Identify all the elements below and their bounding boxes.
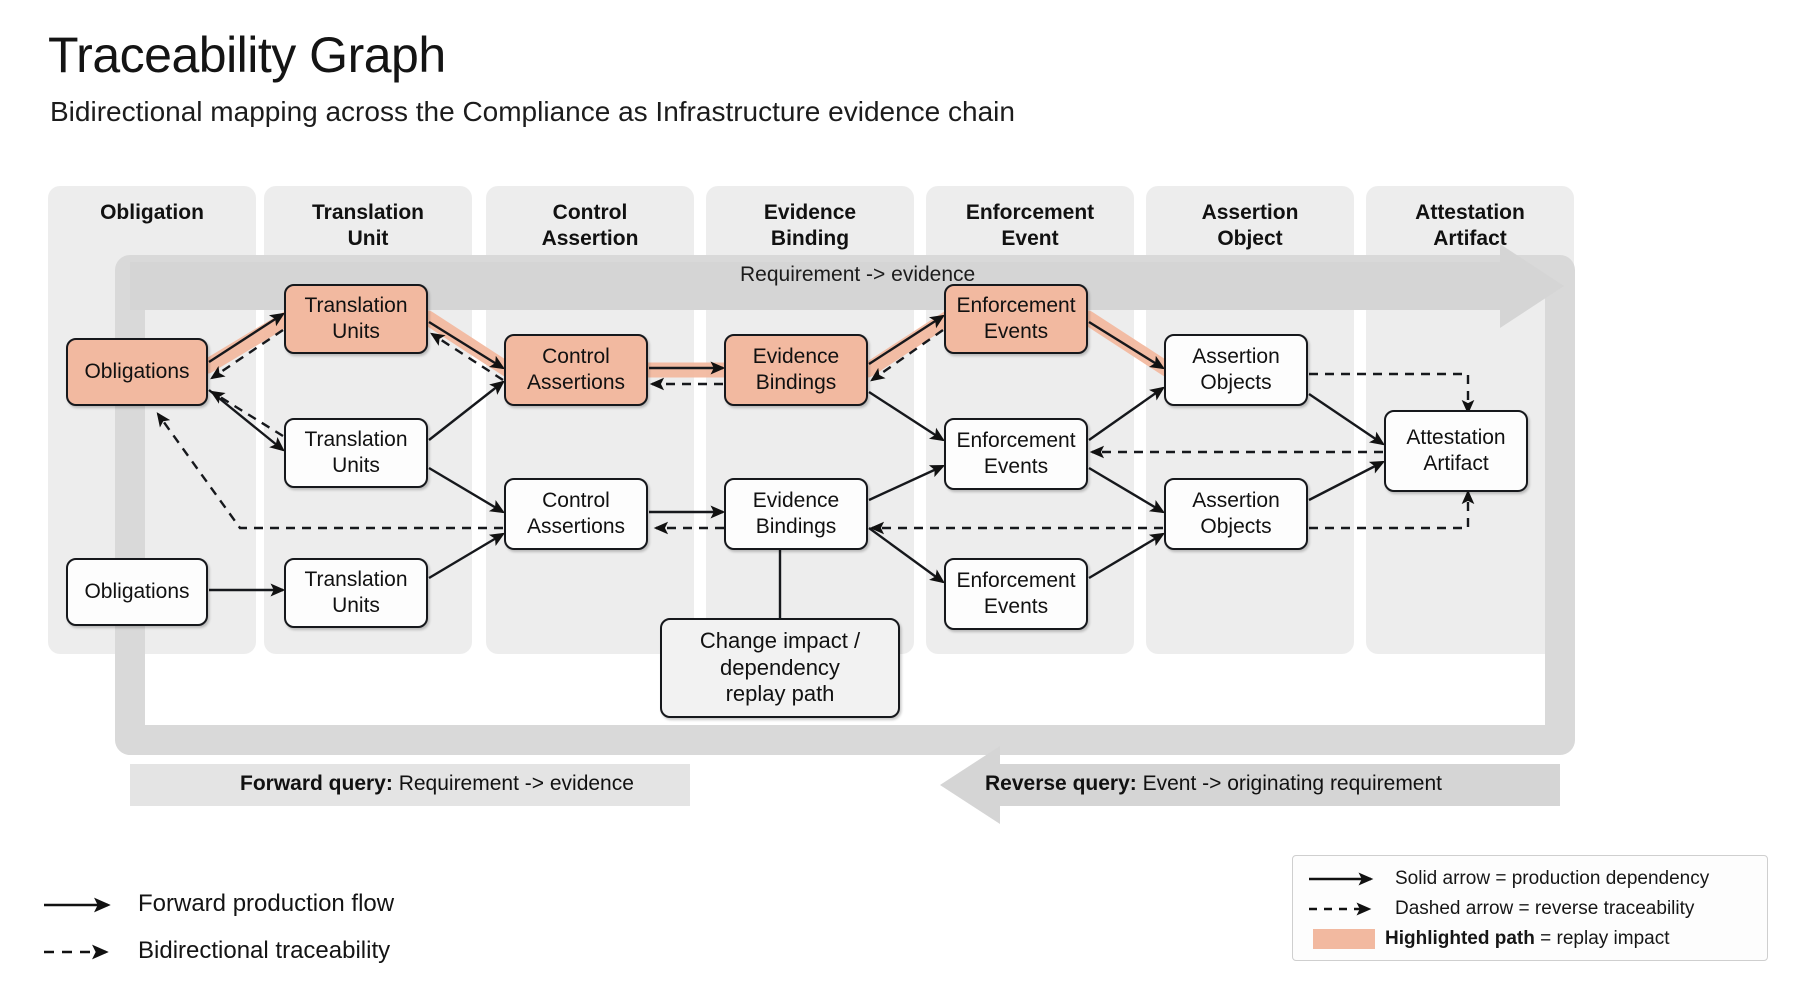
- legend-box-label-highlight: = replay impact: [1534, 928, 1670, 949]
- dashed-arrow-icon: [1307, 900, 1385, 918]
- lane-label-translation: Translation Unit: [311, 201, 425, 251]
- node-enforcement-events-2[interactable]: Enforcement Events: [944, 418, 1088, 490]
- node-translation-units-3[interactable]: Translation Units: [284, 558, 428, 628]
- reverse-query-label: Reverse query: Event -> originating requ…: [985, 772, 1442, 796]
- legend-item-bidirectional: Bidirectional traceability: [42, 927, 472, 974]
- legend-box-label-solid: Solid arrow = production dependency: [1395, 868, 1710, 889]
- solid-arrow-icon: [42, 894, 122, 914]
- forward-band-top-label: Requirement -> evidence: [740, 263, 976, 286]
- reverse-query-label-bold: Reverse query:: [985, 772, 1137, 795]
- forward-query-label: Forward query: Requirement -> evidence: [240, 772, 634, 796]
- node-evidence-bindings-1[interactable]: Evidence Bindings: [724, 334, 868, 406]
- node-enforcement-events-1[interactable]: Enforcement Events: [944, 284, 1088, 354]
- forward-query-label-rest: Requirement -> evidence: [392, 772, 634, 795]
- node-translation-units-2[interactable]: Translation Units: [284, 418, 428, 488]
- lane-evidence: Evidence Binding: [706, 186, 914, 654]
- legend-box-item-highlight: Highlighted path = replay impact: [1307, 924, 1767, 954]
- highlight-swatch-icon: [1313, 929, 1375, 949]
- lane-label-attestation: Attestation Artifact: [1415, 201, 1525, 251]
- lane-label-enforcement: Enforcement Event: [965, 201, 1095, 251]
- lane-assertion: Assertion Object: [1146, 186, 1354, 654]
- solid-arrow-icon: [1307, 870, 1385, 888]
- lane-label-control: Control Assertion: [541, 201, 639, 251]
- legend-label-forward-flow: Forward production flow: [138, 889, 395, 917]
- node-attestation-artifact[interactable]: Attestation Artifact: [1384, 410, 1528, 492]
- legend-box-label-highlight-bold: Highlighted path: [1385, 928, 1535, 949]
- dashed-arrow-icon: [42, 941, 122, 961]
- node-translation-units-1[interactable]: Translation Units: [284, 284, 428, 354]
- legend-box-label-dashed: Dashed arrow = reverse traceability: [1395, 898, 1695, 919]
- node-obligations-2[interactable]: Obligations: [66, 558, 208, 626]
- node-enforcement-events-3[interactable]: Enforcement Events: [944, 558, 1088, 630]
- reverse-query-label-rest: Event -> originating requirement: [1136, 772, 1442, 795]
- node-control-assertions-2[interactable]: Control Assertions: [504, 478, 648, 550]
- forward-query-label-bold: Forward query:: [240, 772, 393, 795]
- node-change-impact[interactable]: Change impact / dependency replay path: [660, 618, 900, 718]
- legend-box-item-dashed: Dashed arrow = reverse traceability: [1307, 894, 1767, 924]
- node-assertion-objects-2[interactable]: Assertion Objects: [1164, 478, 1308, 550]
- lane-control: Control Assertion: [486, 186, 694, 654]
- lane-label-obligation: Obligation: [100, 201, 204, 224]
- legend-box: Solid arrow = production dependency Dash…: [1292, 855, 1768, 961]
- page-title: Traceability Graph: [48, 27, 446, 83]
- legend-item-forward-flow: Forward production flow: [42, 880, 472, 927]
- node-evidence-bindings-2[interactable]: Evidence Bindings: [724, 478, 868, 550]
- legend-box-item-solid: Solid arrow = production dependency: [1307, 864, 1767, 894]
- lane-label-assertion: Assertion Object: [1201, 201, 1299, 251]
- node-assertion-objects-1[interactable]: Assertion Objects: [1164, 334, 1308, 406]
- legend-label-bidirectional: Bidirectional traceability: [138, 936, 391, 964]
- lane-label-evidence: Evidence Binding: [763, 201, 857, 251]
- page-subtitle: Bidirectional mapping across the Complia…: [50, 96, 1015, 127]
- legend-left: Forward production flow Bidirectional tr…: [42, 880, 472, 974]
- node-control-assertions-1[interactable]: Control Assertions: [504, 334, 648, 406]
- node-obligations-1[interactable]: Obligations: [66, 338, 208, 406]
